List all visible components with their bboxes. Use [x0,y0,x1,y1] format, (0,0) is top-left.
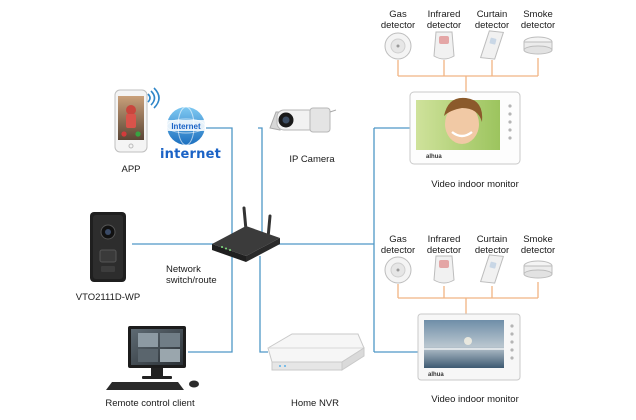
detector-top-infrared-line2: detector [426,20,462,31]
remote-pc-icon [106,326,199,390]
home-nvr-icon [267,333,365,371]
switch-label-line2: switch/route [166,275,217,286]
ip-camera-icon [269,107,337,133]
detector-bottom-gas-line1: Gas [389,234,407,245]
detector-bottom-infrared-line1: Infrared [427,234,461,245]
detector-wires-top [397,58,539,92]
detector-top-gas-line1: Gas [389,9,407,20]
detector-bottom-infrared-line2: detector [426,245,462,256]
detector-bottom-infrared-label: Infrared detector [414,234,474,256]
door-station-label: VTO2111D-WP [75,292,141,303]
curtain-detector-top-icon [479,30,505,60]
detector-top-smoke-label: Smoke detector [508,9,568,31]
indoor-monitor-top-icon [409,91,521,165]
link-camera-switch [258,127,263,232]
detector-top-infrared-label: Infrared detector [414,9,474,31]
detector-top-curtain-line2: detector [474,20,510,31]
door-station-icon [90,212,126,282]
app-label: APP [121,164,141,175]
monitor-top-brand: alhua [426,154,442,160]
internet-globe-icon [166,106,206,146]
monitor-bottom-label: Video indoor monitor [431,394,519,405]
detector-bottom-curtain-line1: Curtain [476,234,508,245]
detector-bottom-smoke-line1: Smoke [523,234,553,245]
infrared-detector-bottom-icon [433,255,455,284]
detector-bottom-gas-line2: detector [380,245,416,256]
curtain-detector-bottom-icon [479,254,505,284]
link-app-switch [206,127,233,240]
internet-label: internet [160,147,222,162]
ip-camera-label: IP Camera [289,154,335,165]
detector-top-smoke-line1: Smoke [523,9,553,20]
link-pc-switch [188,256,233,353]
monitor-bottom-brand: alhua [428,372,444,378]
detector-top-gas-line2: detector [380,20,416,31]
internet-badge-text: Internet [171,122,201,131]
detector-top-curtain-line1: Curtain [476,9,508,20]
smoke-detector-top-icon [523,36,553,55]
detector-top-gas-label: Gas detector [368,9,428,31]
detector-bottom-smoke-label: Smoke detector [508,234,568,256]
network-router-icon [212,206,280,262]
smartphone-icon [114,89,148,153]
monitor-top-label: Video indoor monitor [431,179,519,190]
smoke-detector-bottom-icon [523,260,553,279]
detector-top-infrared-line1: Infrared [427,9,461,20]
detector-top-smoke-line2: detector [520,20,556,31]
home-nvr-label: Home NVR [290,398,340,409]
indoor-monitor-bottom-icon [417,313,521,381]
remote-pc-label: Remote control client [105,398,195,409]
wifi-signal-icon [147,87,160,109]
detector-top-curtain-label: Curtain detector [462,9,522,31]
link-lines [132,127,418,353]
detector-wires-bottom [397,282,539,314]
detector-bottom-curtain-label: Curtain detector [462,234,522,256]
link-nvr-switch [259,256,268,353]
gas-detector-bottom-icon [384,256,412,284]
detector-bottom-curtain-line2: detector [474,245,510,256]
detector-bottom-gas-label: Gas detector [368,234,428,256]
gas-detector-top-icon [384,32,412,60]
infrared-detector-top-icon [433,31,455,60]
switch-label-line1: Network [166,264,201,275]
detector-bottom-smoke-line2: detector [520,245,556,256]
